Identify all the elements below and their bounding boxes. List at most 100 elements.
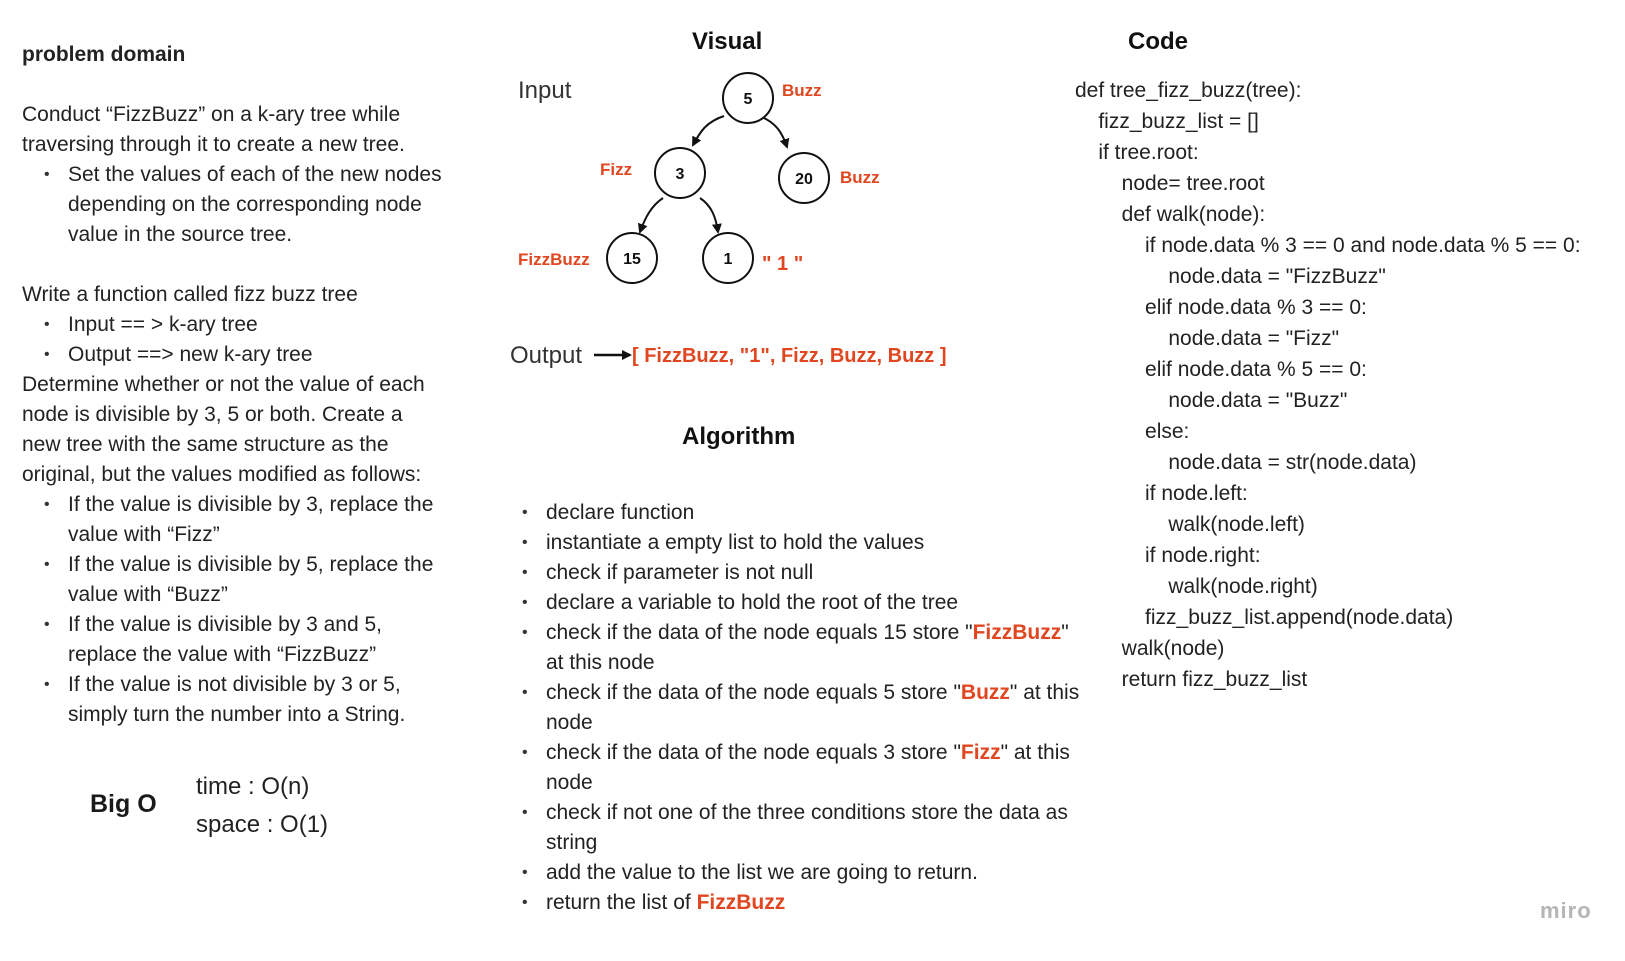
algorithm-step: instantiate a empty list to hold the val… bbox=[500, 528, 1090, 558]
node-value: 15 bbox=[623, 251, 641, 268]
code-line: elif node.data % 3 == 0: bbox=[1075, 296, 1367, 319]
code-line: if node.left: bbox=[1075, 482, 1248, 505]
algorithm-step: return the list of FizzBuzz bbox=[500, 888, 1090, 918]
tree-diagram: Input 5 Buzz 3 Fizz 20 Buzz 15 FizzBuzz … bbox=[510, 72, 947, 369]
step-text: check if the data of the node equals 15 … bbox=[546, 621, 973, 644]
determine-line: node is divisible by 3, 5 or both. Creat… bbox=[22, 403, 403, 426]
determine-line: original, but the values modified as fol… bbox=[22, 463, 422, 486]
step-text: add the value to the list we are going t… bbox=[546, 861, 978, 884]
space-complexity: space : O(1) bbox=[196, 811, 329, 838]
algorithm-step: check if the data of the node equals 3 s… bbox=[500, 738, 1090, 798]
node-tag: Buzz bbox=[782, 81, 822, 100]
step-text: return the list of bbox=[546, 891, 697, 914]
algorithm-steps: declare function instantiate a empty list… bbox=[500, 498, 1090, 918]
edge-5-20 bbox=[763, 117, 790, 149]
input-bullet: Input == > k-ary tree bbox=[22, 310, 462, 340]
step-text: " at this node bbox=[546, 741, 1070, 794]
code-line: if node.data % 3 == 0 and node.data % 5 … bbox=[1075, 234, 1581, 257]
code-line: walk(node.left) bbox=[1075, 513, 1305, 536]
intro-bullet-list: Set the values of each of the new nodes … bbox=[22, 160, 462, 250]
code-line: node.data = str(node.data) bbox=[1075, 451, 1417, 474]
rule-line: If the value is divisible by 5, replace … bbox=[68, 553, 434, 576]
determine-text: Determine whether or not the value of ea… bbox=[22, 370, 462, 490]
output-bullet: Output ==> new k-ary tree bbox=[22, 340, 462, 370]
write-function-line: Write a function called fizz buzz tree bbox=[22, 283, 358, 306]
code-line: fizz_buzz_list.append(node.data) bbox=[1075, 606, 1454, 629]
algorithm-step: add the value to the list we are going t… bbox=[500, 858, 1090, 888]
big-o-values: time : O(n) space : O(1) bbox=[196, 768, 328, 844]
problem-domain-section: problem domain Conduct “FizzBuzz” on a k… bbox=[22, 40, 462, 730]
algorithm-step: check if the data of the node equals 5 s… bbox=[500, 678, 1090, 738]
code-block: def tree_fizz_buzz(tree): fizz_buzz_list… bbox=[1075, 75, 1581, 695]
time-complexity: time : O(n) bbox=[196, 773, 310, 800]
node-value: 1 bbox=[724, 251, 733, 268]
code-line: node.data = "Fizz" bbox=[1075, 327, 1340, 350]
tree-node bbox=[702, 232, 754, 284]
rule-item: If the value is divisible by 3, replace … bbox=[22, 490, 462, 550]
rule-item: If the value is divisible by 3 and 5, re… bbox=[22, 610, 462, 670]
step-text: instantiate a empty list to hold the val… bbox=[546, 531, 925, 554]
code-line: walk(node.right) bbox=[1075, 575, 1318, 598]
highlight-text: Buzz bbox=[960, 681, 1010, 704]
code-line: elif node.data % 5 == 0: bbox=[1075, 358, 1367, 381]
miro-watermark: miro bbox=[1540, 898, 1592, 923]
determine-line: new tree with the same structure as the bbox=[22, 433, 389, 456]
code-line: fizz_buzz_list = [] bbox=[1075, 110, 1259, 133]
output-value: [ FizzBuzz, "1", Fizz, Buzz, Buzz ] bbox=[632, 345, 947, 367]
step-text: check if the data of the node equals 3 s… bbox=[546, 741, 961, 764]
code-line: else: bbox=[1075, 420, 1190, 443]
node-value: 20 bbox=[795, 171, 813, 188]
highlight-text: FizzBuzz bbox=[972, 621, 1062, 644]
step-text: " at this node bbox=[546, 621, 1069, 674]
code-title: Code bbox=[1128, 28, 1188, 55]
code-line: if node.right: bbox=[1075, 544, 1261, 567]
intro-text: Conduct “FizzBuzz” on a k-ary tree while… bbox=[22, 100, 462, 160]
step-text: declare a variable to hold the root of t… bbox=[546, 591, 959, 614]
step-text: check if parameter is not null bbox=[546, 561, 814, 584]
step-text: " at this node bbox=[546, 681, 1080, 734]
node-tag: FizzBuzz bbox=[518, 250, 590, 269]
tree-node bbox=[654, 147, 706, 199]
bullet-line: depending on the corresponding node bbox=[68, 193, 422, 216]
intro-line: Conduct “FizzBuzz” on a k-ary tree while bbox=[22, 103, 401, 126]
code-line: def walk(node): bbox=[1075, 203, 1266, 226]
node-value: 3 bbox=[676, 166, 685, 183]
tree-node bbox=[606, 232, 658, 284]
step-text: check if not one of the three conditions… bbox=[546, 801, 1068, 854]
code-line: node.data = "FizzBuzz" bbox=[1075, 265, 1386, 288]
rule-line: If the value is not divisible by 3 or 5, bbox=[68, 673, 401, 696]
node-tag: Buzz bbox=[840, 168, 880, 187]
rule-line: value with “Fizz” bbox=[68, 523, 220, 546]
step-text: check if the data of the node equals 5 s… bbox=[546, 681, 961, 704]
intro-line: traversing through it to create a new tr… bbox=[22, 133, 405, 156]
input-label: Input bbox=[518, 77, 572, 104]
visual-title: Visual bbox=[692, 28, 763, 55]
code-line: node= tree.root bbox=[1075, 172, 1265, 195]
intro-bullet: Set the values of each of the new nodes … bbox=[22, 160, 462, 250]
rules-list: If the value is divisible by 3, replace … bbox=[22, 490, 462, 730]
code-line: return fizz_buzz_list bbox=[1075, 668, 1308, 691]
highlight-text: Fizz bbox=[960, 741, 1001, 764]
io-bullet-list: Input == > k-ary tree Output ==> new k-a… bbox=[22, 310, 462, 370]
highlight-text: FizzBuzz bbox=[696, 891, 786, 914]
node-value: 5 bbox=[744, 91, 753, 108]
edge-5-3 bbox=[692, 115, 725, 147]
algorithm-title: Algorithm bbox=[682, 423, 796, 450]
node-tag: " 1 " bbox=[762, 253, 803, 275]
bullet-line: Set the values of each of the new nodes bbox=[68, 163, 442, 186]
determine-line: Determine whether or not the value of ea… bbox=[22, 373, 425, 396]
code-line: walk(node) bbox=[1075, 637, 1225, 660]
code-line: node.data = "Buzz" bbox=[1075, 389, 1348, 412]
algorithm-step: check if not one of the three conditions… bbox=[500, 798, 1090, 858]
problem-domain-heading: problem domain bbox=[22, 43, 186, 66]
algorithm-step: declare function bbox=[500, 498, 1090, 528]
rule-line: value with “Buzz” bbox=[68, 583, 228, 606]
output-label: Output bbox=[510, 342, 582, 369]
step-text: declare function bbox=[546, 501, 695, 524]
bullet-line: value in the source tree. bbox=[68, 223, 293, 246]
node-tag: Fizz bbox=[600, 160, 632, 179]
code-line: if tree.root: bbox=[1075, 141, 1199, 164]
tree-node bbox=[778, 152, 830, 204]
algorithm-step: check if parameter is not null bbox=[500, 558, 1090, 588]
algorithm-step: declare a variable to hold the root of t… bbox=[500, 588, 1090, 618]
